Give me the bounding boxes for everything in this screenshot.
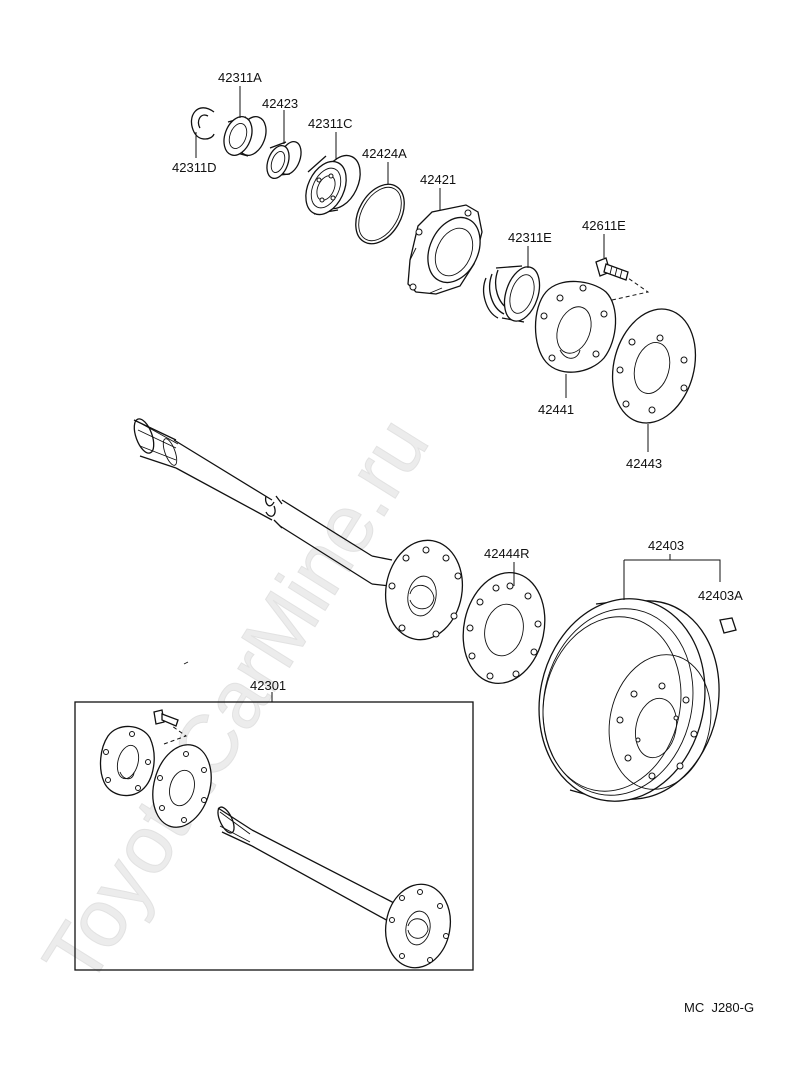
o-ring-42424A[interactable] (346, 176, 414, 252)
label-42444R: 42444R (484, 546, 530, 561)
brake-drum-42403[interactable] (521, 583, 738, 817)
label-42424A: 42424A (362, 146, 407, 161)
assembly-gasket[interactable] (144, 738, 220, 834)
label-42403A: 42403A (698, 588, 743, 603)
watermark-text: ToyotaCarMine.ru (26, 402, 446, 999)
backing-plate-42441[interactable] (534, 280, 617, 373)
assembly-42301-box (74, 701, 474, 971)
bearing-42311C[interactable] (298, 149, 368, 221)
label-42311A: 42311A (218, 70, 262, 85)
label-42311D: 42311D (172, 160, 217, 175)
bearing-inner-ring-42423[interactable] (263, 139, 305, 182)
gasket-42444R[interactable] (453, 565, 555, 691)
assembly-axle-shaft[interactable] (215, 805, 457, 973)
assembly-backing-plate[interactable] (99, 725, 155, 797)
label-42421: 42421 (420, 172, 456, 187)
label-42403: 42403 (648, 538, 684, 553)
oil-seal-42311A[interactable] (219, 113, 271, 159)
label-42311E: 42311E (508, 230, 552, 245)
hole-plug-42403A[interactable] (719, 617, 737, 634)
gasket-42443[interactable] (600, 300, 707, 433)
diagram-code: MC J280-G (684, 1000, 754, 1015)
label-42311C: 42311C (308, 116, 353, 131)
assembly-bolt[interactable] (153, 709, 188, 745)
hub-bolt-42611E[interactable] (595, 257, 650, 301)
label-42301: 42301 (250, 678, 286, 693)
label-42423: 42423 (262, 96, 298, 111)
bearing-retainer-42421[interactable] (407, 204, 490, 295)
snap-ring-42311D[interactable] (190, 107, 215, 140)
axle-shaft[interactable] (130, 416, 470, 645)
oil-seal-42311E[interactable] (483, 262, 546, 325)
label-42611E: 42611E (582, 218, 626, 233)
leader-lines (195, 86, 721, 702)
stray-mark (183, 661, 189, 665)
label-42441: 42441 (538, 402, 574, 417)
label-42443: 42443 (626, 456, 662, 471)
